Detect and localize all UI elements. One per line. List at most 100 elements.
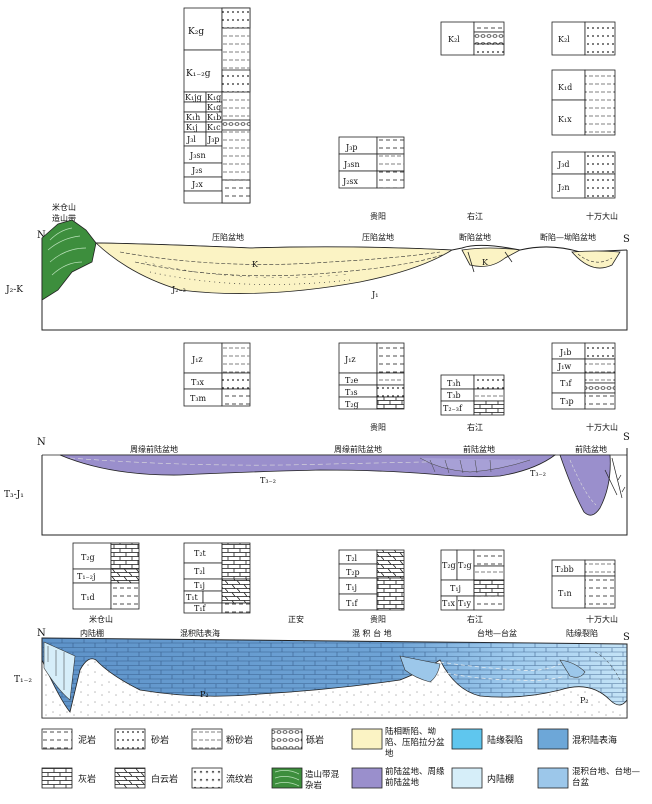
strat-column-p3-1: T₂g T₁₋₂j T₁d (72, 542, 140, 610)
col-label: T₁y (458, 599, 472, 608)
location-label: 右江 (467, 211, 483, 221)
strat-column-p3-3: T₂l T₂p T₁j T₁f (338, 549, 405, 611)
basin-rift-shiwandashan (571, 250, 621, 269)
col-label: T₃m (190, 394, 207, 403)
location-label: 造山带 (52, 213, 76, 223)
legend-item-orogen: 造山带混杂岩 (271, 767, 340, 791)
strat-column-p2-4: J₁b J₁w T₃f T₃p (551, 342, 616, 410)
legend-label: 内陆棚 (487, 773, 514, 785)
legend-item-inner-shelf: 内陆棚 (451, 767, 514, 789)
col-label: T₂g (458, 561, 472, 570)
col-label: K₁jg (185, 93, 202, 102)
north-label: N (37, 437, 46, 448)
panel-j2-k: K₂g K₁₋₂g K₁jg K₁g K₁q K₁h K₁b K₁j K₁c J… (5, 7, 630, 331)
col-label: K₁g (207, 93, 221, 102)
legend-label: 砾岩 (306, 734, 324, 746)
north-label: N (37, 230, 46, 241)
legend-label: 流纹岩 (226, 773, 253, 785)
legend-label: 泥岩 (78, 734, 96, 746)
legend-item-continental-basin: 陆相断陷、坳陷、压陷拉分盆地 (351, 727, 445, 759)
legend-item-limestone: 灰岩 (41, 767, 96, 789)
setting-label: 前陆盆地 (575, 444, 607, 454)
unit-label: T₃₋₂ (530, 469, 546, 478)
setting-label: 混积陆表海 (180, 628, 220, 638)
location-label: 贵阳 (370, 422, 386, 432)
setting-label: 周缘前陆盆地 (334, 444, 382, 454)
location-label: 十万大山 (586, 211, 618, 221)
col-label: T₃p (560, 397, 574, 406)
location-label: 右江 (467, 422, 483, 432)
strat-column-p1-4: K₂l K₁d K₁x J₃d J₂n (551, 21, 616, 199)
col-label: T₁j (450, 584, 461, 593)
col-label: J₃p (345, 143, 358, 152)
col-label: K₁x (558, 115, 572, 124)
setting-label: 台地—台盆 (477, 628, 517, 638)
legend-item-dolomite: 白云岩 (114, 767, 178, 789)
setting-label: 前陆盆地 (463, 444, 495, 454)
legend-item-conglomerate: 砾岩 (271, 728, 324, 750)
col-label: K₁b (207, 113, 221, 122)
setting-label: 断陷盆地 (459, 232, 491, 242)
setting-label: 周缘前陆盆地 (130, 444, 178, 454)
col-label: J₃d (557, 160, 570, 169)
col-label: J₁z (344, 355, 356, 364)
col-label: T₂l (346, 554, 358, 563)
row-label: J₂-K (5, 285, 23, 295)
col-label: J₃sn (343, 160, 360, 169)
location-label: 贵阳 (370, 211, 386, 221)
col-label: K₂l (448, 35, 460, 44)
unit-label: J₂₋₃ (171, 285, 186, 294)
legend-item-sandstone: 砂岩 (114, 728, 169, 750)
setting-label: 断陷—坳陷盆地 (540, 232, 596, 242)
unit-label: J₁ (371, 290, 378, 299)
panel-t3-j1: J₁z T₃x T₃m J₁z T₂e T₃s T₂g T₃h T₃ (4, 342, 630, 536)
col-label: T₂p (346, 568, 360, 577)
col-label: T₁₋₂j (77, 572, 95, 581)
south-label: S (623, 432, 630, 443)
col-label: T₂g (442, 561, 456, 570)
legend-label: 砂岩 (151, 734, 169, 746)
col-label: K₂g (188, 27, 204, 37)
col-label: T₃s (345, 388, 358, 397)
col-label: J₂n (557, 183, 570, 192)
location-label: 十万大山 (586, 422, 618, 432)
strat-column-p1-1: K₂g K₁₋₂g K₁jg K₁g K₁q K₁h K₁b K₁j K₁c J… (183, 7, 251, 204)
col-label: J₂x (191, 180, 203, 189)
legend-item-foreland: 前陆盆地、周缘前陆盆地 (351, 767, 445, 789)
row-label: T₁₋₂ (14, 675, 32, 685)
unit-label: K (482, 258, 489, 267)
col-label: T₂₋₃f (443, 404, 463, 413)
col-label: T₁x (442, 599, 456, 608)
setting-label: 陆缘裂陷 (566, 628, 598, 638)
location-label: 贵阳 (370, 614, 386, 624)
col-label: T₁n (558, 589, 572, 598)
setting-label: 压陷盆地 (212, 232, 244, 242)
orogen-melange (41, 219, 97, 301)
col-label: T₃h (447, 379, 461, 388)
col-label: T₂g (81, 553, 95, 562)
col-label: T₂t (194, 549, 207, 558)
unit-label: K (252, 260, 259, 269)
col-label: T₁t (186, 593, 199, 602)
strat-column-p2-1: J₁z T₃x T₃m (183, 342, 251, 407)
location-label: 米仓山 (89, 614, 113, 624)
basin-foreland-shiwandashan (559, 454, 611, 516)
strat-column-p2-2: J₁z T₂e T₃s T₂g (338, 342, 405, 410)
col-label: T₁f (346, 599, 359, 608)
strat-column-p3-5: T₂bb T₁n (551, 559, 616, 609)
legend-label: 混积台地、台地—台盆 (572, 767, 640, 788)
col-label: K₂l (558, 35, 570, 44)
strat-column-p1-2: J₃p J₃sn J₂sx (338, 136, 405, 189)
panel-t1-2: T₂g T₁₋₂j T₁d T₂t T₂l T₁j T₁t T₁f (14, 542, 630, 719)
setting-label: 混 积 台 地 (352, 628, 392, 638)
col-label: K₁q (207, 103, 221, 112)
north-label: N (37, 628, 46, 639)
col-label: T₃f (560, 379, 573, 388)
unit-label: P₂ (580, 696, 589, 705)
col-label: T₃x (191, 378, 205, 387)
col-label: J₃sn (189, 151, 206, 160)
location-label: 右江 (467, 614, 483, 624)
legend-item-siltstone: 粉砂岩 (191, 728, 253, 750)
legend-label: 造山带混杂岩 (305, 770, 340, 791)
col-label: T₃b (447, 391, 461, 400)
